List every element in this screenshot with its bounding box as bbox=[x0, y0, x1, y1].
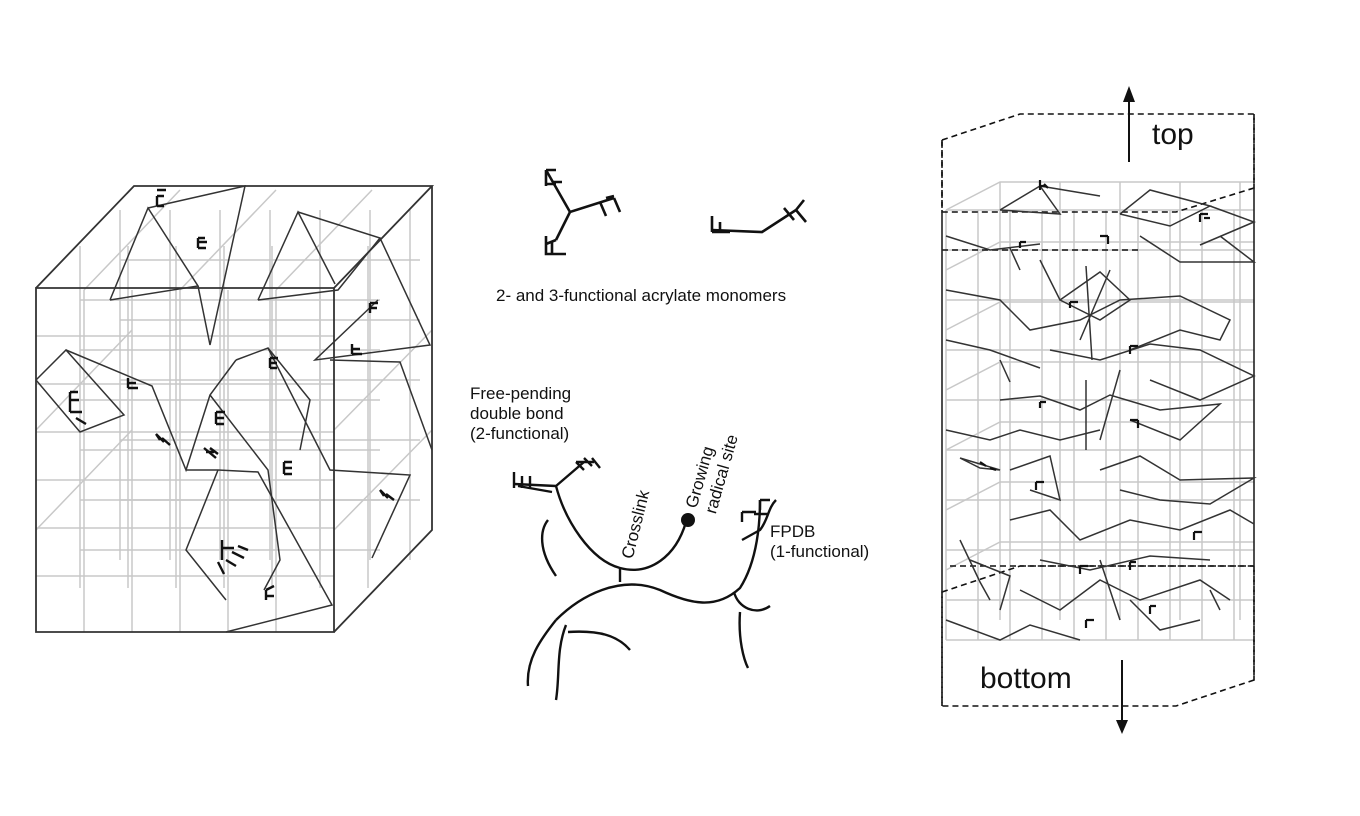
bifunctional-monomer bbox=[710, 199, 807, 234]
bottom-arrow bbox=[1116, 660, 1128, 734]
free-pending-label: Free-pending double bond (2-functional) bbox=[470, 384, 571, 444]
stack-double-bonds bbox=[979, 180, 1210, 628]
stack-chains bbox=[945, 185, 1257, 641]
top-label: top bbox=[1152, 118, 1194, 151]
layered-network bbox=[941, 86, 1257, 734]
fpdb-line-1: FPDB bbox=[770, 522, 816, 541]
polymer-network bbox=[512, 457, 777, 701]
monomers-caption: 2- and 3-functional acrylate monomers bbox=[496, 286, 787, 305]
trifunctional-monomer bbox=[544, 168, 622, 256]
free-pending-line-1: Free-pending bbox=[470, 384, 572, 403]
cube-frame bbox=[35, 185, 435, 633]
stack-sides bbox=[941, 188, 1255, 592]
top-arrow bbox=[1123, 86, 1135, 162]
free-pending-line-3: (2-functional) bbox=[470, 424, 570, 443]
stack-frame bbox=[941, 113, 1255, 707]
radical-site-dot bbox=[681, 513, 695, 527]
fpdb-label: FPDB (1-functional) bbox=[770, 522, 869, 562]
bottom-label: bottom bbox=[980, 662, 1072, 695]
fpdb-line-2: (1-functional) bbox=[770, 542, 870, 561]
free-pending-line-2: double bond bbox=[470, 404, 564, 423]
network-cube bbox=[35, 185, 435, 633]
cube-double-bonds bbox=[68, 188, 395, 600]
cube-chains bbox=[35, 185, 433, 633]
